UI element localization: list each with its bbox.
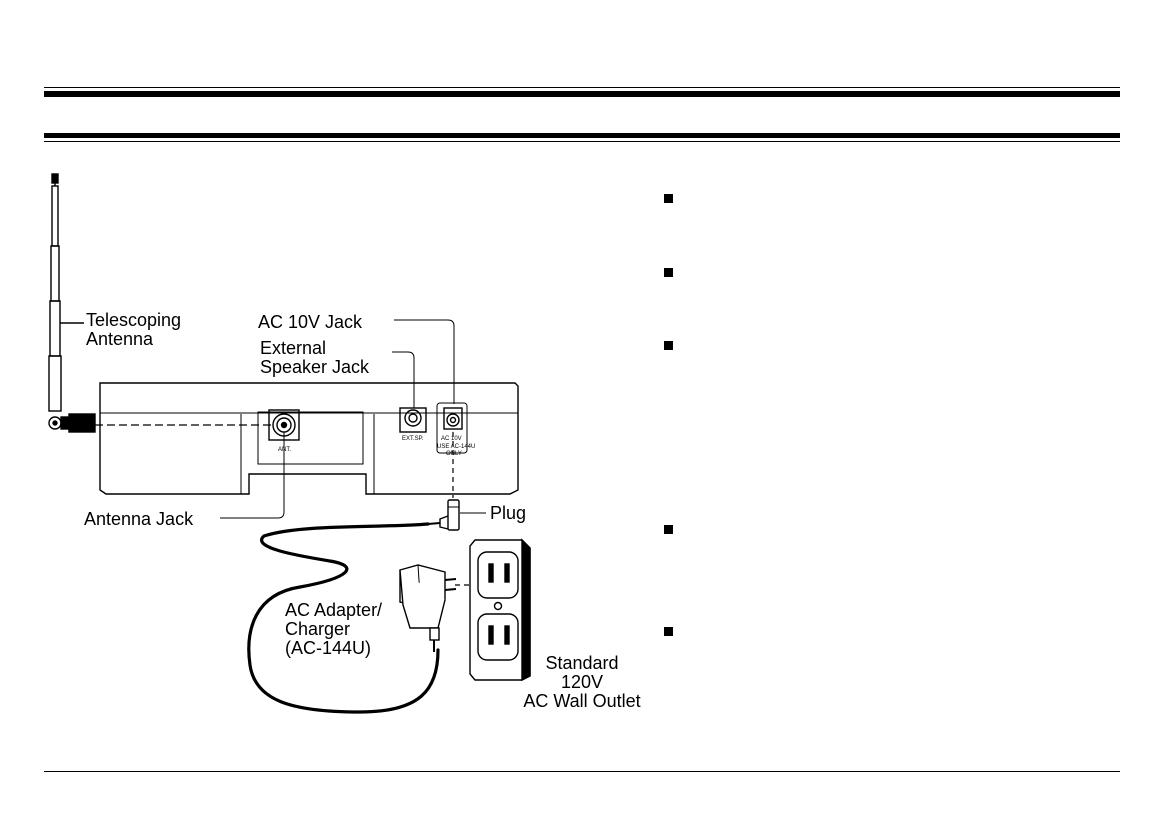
bullet-marker [664, 194, 673, 203]
ac-adapter [399, 564, 457, 652]
header-rule-bottom-thin [44, 141, 1120, 142]
header-rule-top-thin [44, 87, 1120, 88]
wall-outlet [469, 538, 531, 682]
bullet-marker [664, 627, 673, 636]
panel-mark-use-only-2: ONLY [446, 451, 462, 457]
label-ac-10v-jack: AC 10V Jack [258, 312, 363, 332]
ac-10v-jack [436, 402, 468, 454]
label-external-speaker-jack: External Speaker Jack [260, 338, 370, 377]
header-rule-bottom-thick [44, 133, 1120, 138]
panel-mark-ac10v: AC 10V [441, 436, 462, 442]
scanner-rear-panel [99, 382, 519, 495]
external-speaker-jack [399, 407, 427, 433]
label-telescoping-antenna: Telescoping Antenna [86, 310, 182, 349]
label-plug: Plug [490, 503, 527, 523]
panel-mark-use-only-1: USE AC-144U [437, 444, 475, 450]
bullet-marker [664, 525, 673, 534]
label-antenna-jack: Antenna Jack [84, 509, 194, 529]
panel-mark-ant: ANT. [278, 447, 291, 453]
telescoping-antenna [48, 173, 96, 433]
power-plug [427, 499, 460, 531]
label-ac-adapter: AC Adapter/ Charger (AC-144U) [285, 600, 383, 658]
label-wall-outlet: Standard 120V AC Wall Outlet [523, 653, 641, 711]
bullet-marker [664, 268, 673, 277]
bullet-marker [664, 341, 673, 350]
panel-mark-ext-sp: EXT.SP. [402, 436, 424, 442]
header-rule-top-thick [44, 91, 1120, 97]
footer-rule [44, 771, 1120, 772]
power-cord [247, 522, 440, 714]
